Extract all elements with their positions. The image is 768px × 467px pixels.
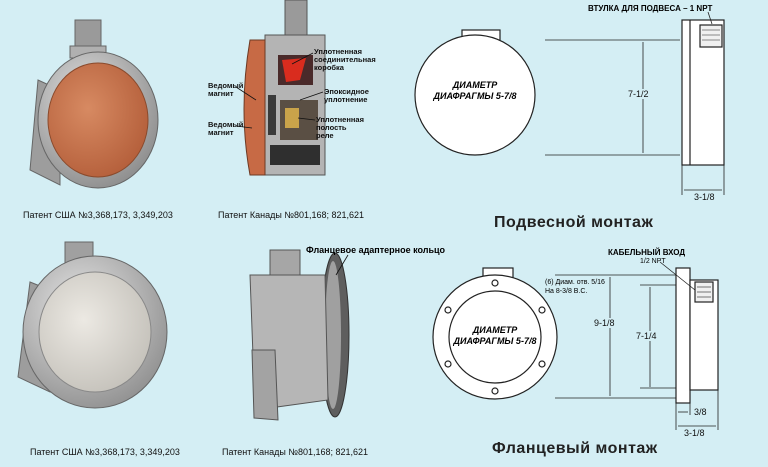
depth-dim-bottom: 3-1/8 [684, 428, 705, 438]
caption-us-patent-bottom: Патент США №3,368,173, 3,349,203 [30, 447, 180, 457]
label-epoxy-seal: Эпоксидное уплотнение [324, 87, 369, 104]
suspended-sensor-photo [29, 19, 159, 189]
inner-dim: 7-1/4 [636, 331, 657, 341]
flange-adapter-photo [249, 249, 350, 421]
height-dim-top: 7-1/2 [628, 89, 649, 99]
label-driven-magnet-2: Ведомый магнит [208, 120, 244, 137]
outer-dim: 9-1/8 [594, 318, 615, 328]
flange-sensor-photo [17, 241, 168, 409]
caption-canada-patent-bottom: Патент Канады №801,168; 821,621 [222, 447, 369, 457]
caption-canada-patent-top: Патент Канады №801,168; 821,621 [218, 210, 365, 220]
diameter-label-top: ДИАМЕТР ДИАФРАГМЫ 5-7/8 [433, 80, 517, 101]
flange-ring-label: Фланцевое адаптерное кольцо [306, 245, 446, 255]
cable-entry-label: КАБЕЛЬНЫЙ ВХОД [608, 248, 686, 257]
heading-flange-mount: Фланцевый монтаж [492, 440, 658, 457]
heading-suspended-mount: Подвесной монтаж [494, 214, 654, 231]
diameter-label-bottom: ДИАМЕТР ДИАФРАГМЫ 5-7/8 [453, 325, 537, 346]
small-dim: 3/8 [694, 407, 707, 417]
bushing-label: ВТУЛКА ДЛЯ ПОДВЕСА – 1 NPT [588, 4, 713, 13]
label-driven-magnet-1: Ведомый магнит [208, 81, 244, 98]
label-sealed-box: Уплотненная соединительная коробка [314, 47, 376, 72]
npt-label: 1/2 NPT [640, 258, 666, 265]
caption-us-patent-top: Патент США №3,368,173, 3,349,203 [23, 210, 173, 220]
label-sealed-relay: Уплотненная полость реле [316, 115, 364, 140]
depth-dim-top: 3-1/8 [694, 192, 715, 202]
holes-label: (6) Диам. отв. 5/16 На 8-3/8 В.С. [545, 279, 605, 295]
cutaway-photo [243, 0, 326, 176]
